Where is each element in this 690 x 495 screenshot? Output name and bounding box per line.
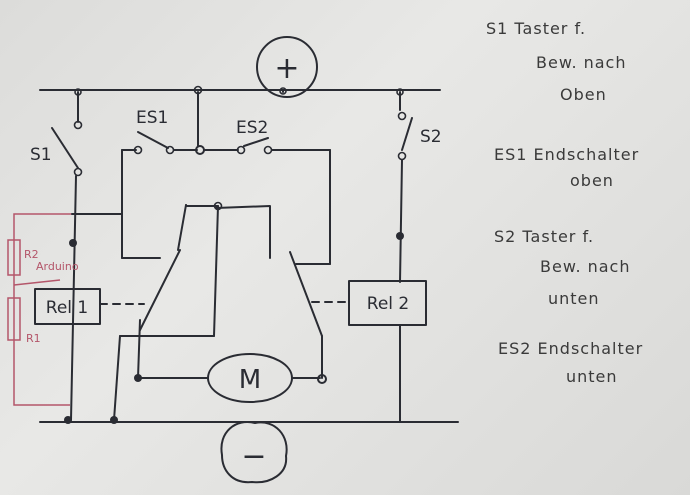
motor-label: M [239,365,261,395]
bridge-wire [185,204,271,259]
positive-terminal [256,36,318,98]
legend-s2-line1: S2 Taster f. [494,227,594,246]
legend-es2-line2: unten [566,367,618,386]
r2-label: R2 [24,248,39,261]
legend: S1 Taster f. Bew. nach Oben ES1 Endschal… [486,19,643,386]
legend-es1-line1: ES1 Endschalter [494,145,639,164]
es2-contact-left [236,145,246,155]
resistor-wiring [13,213,72,406]
legend-es1-line2: oben [570,171,614,190]
s1-contact-bottom [73,167,83,177]
resistor-r1 [7,297,21,341]
rel1-contact-blade [139,249,181,331]
rel2-contact-blade [289,251,323,337]
es1-switch-blade [137,131,169,149]
s2-label: S2 [420,127,442,147]
legend-es2-line1: ES2 Endschalter [498,339,643,358]
es1-contact-right [165,145,175,155]
es1-label: ES1 [136,108,168,128]
plus-label: + [274,51,299,86]
legend-s1-line3: Oben [560,85,607,104]
es2-contact-right [263,145,273,155]
rel1-coil [34,288,101,325]
minus-label: − [241,439,266,474]
rel1-label: Rel 1 [46,298,88,318]
s1-switch-blade [51,127,79,169]
rel2-coil [348,280,427,326]
s1-contact-top [73,120,83,130]
es2-label: ES2 [236,118,268,138]
s1-label: S1 [30,145,52,165]
resistor-r2 [7,239,21,276]
rel2-label: Rel 2 [367,294,409,314]
s2-contact-top [397,111,407,121]
r1-label: R1 [26,332,41,345]
legend-s1-line1: S1 Taster f. [486,19,586,38]
es2-switch-blade [243,137,269,147]
negative-terminal [220,421,288,484]
s2-contact-bottom [397,151,407,161]
es1-contact-left [133,145,143,155]
legend-s2-line2: Bew. nach [540,257,631,276]
legend-s1-line2: Bew. nach [536,53,627,72]
arduino-label: Arduino [36,260,79,273]
legend-s2-line3: unten [548,289,600,308]
s2-switch-blade [401,117,413,151]
